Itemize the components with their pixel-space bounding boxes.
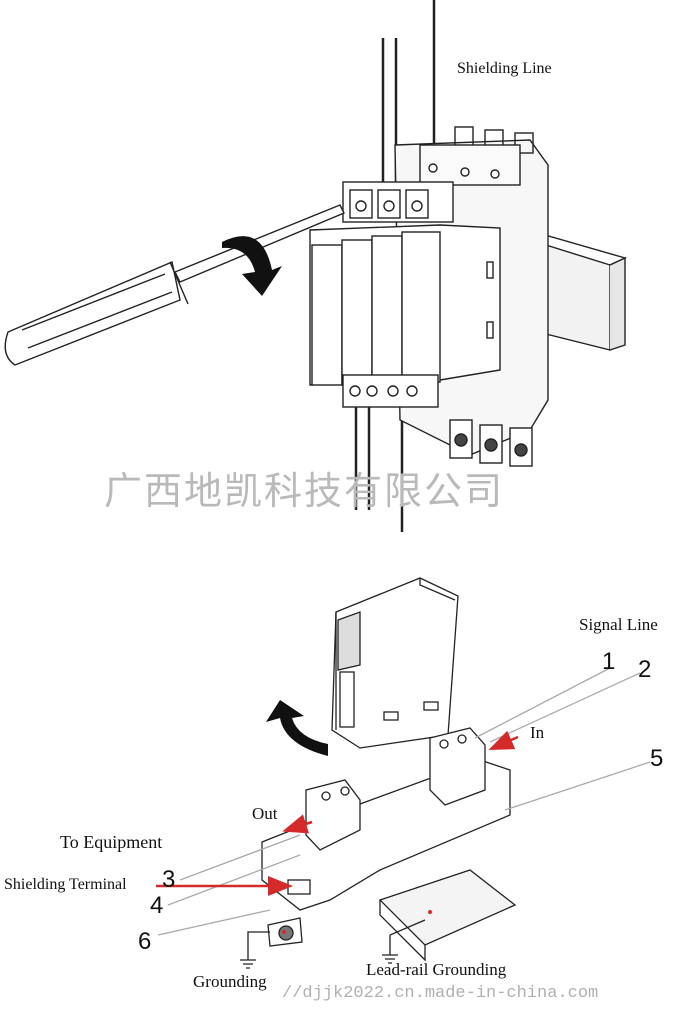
lift-arrow (266, 700, 328, 756)
red-arrows (156, 730, 519, 896)
leader-4 (167, 854, 301, 906)
grounding-screw (278, 925, 294, 941)
callout-3: 3 (162, 866, 176, 893)
rotate-arrow-top (222, 236, 282, 296)
in-terminal (429, 727, 486, 806)
watermark-company: 广西地凯科技有限公司 (104, 469, 505, 513)
label-grounding: Grounding (193, 972, 267, 991)
leader-3 (179, 834, 301, 881)
label-shielding-terminal: Shielding Terminal (4, 876, 127, 893)
in-arrow (488, 730, 519, 751)
terminal-head-top (342, 181, 454, 223)
screwdriver-handle (4, 261, 181, 366)
ground-symbol-1 (240, 931, 270, 969)
callout-5: 5 (650, 745, 664, 772)
bottom-assembly (157, 577, 651, 969)
rear-clip-3 (514, 132, 534, 154)
leader-2 (489, 672, 641, 743)
label-lead-rail-grounding: Lead-rail Grounding (366, 960, 507, 979)
callout-6: 6 (138, 928, 152, 955)
callout-4: 4 (150, 892, 164, 919)
lead-rail (378, 869, 517, 946)
label-to-equipment: To Equipment (60, 832, 163, 852)
ground-symbol-2 (382, 919, 426, 964)
callout-1: 1 (602, 648, 616, 675)
label-signal-line: Signal Line (579, 615, 658, 634)
label-in: In (530, 723, 545, 742)
label-out: Out (252, 804, 278, 823)
screwdriver (4, 204, 345, 366)
watermark-url: //djjk2022.cn.made-in-china.com (282, 984, 599, 1003)
terminal-head-bottom (342, 374, 439, 408)
leader-6 (157, 909, 271, 936)
leader-1 (474, 667, 611, 739)
callout-2: 2 (638, 656, 652, 683)
label-shielding-line: Shielding Line (457, 60, 552, 77)
out-arrow (282, 814, 313, 834)
top-assembly (309, 0, 627, 532)
out-terminal (305, 779, 361, 851)
leader-5 (504, 761, 651, 811)
